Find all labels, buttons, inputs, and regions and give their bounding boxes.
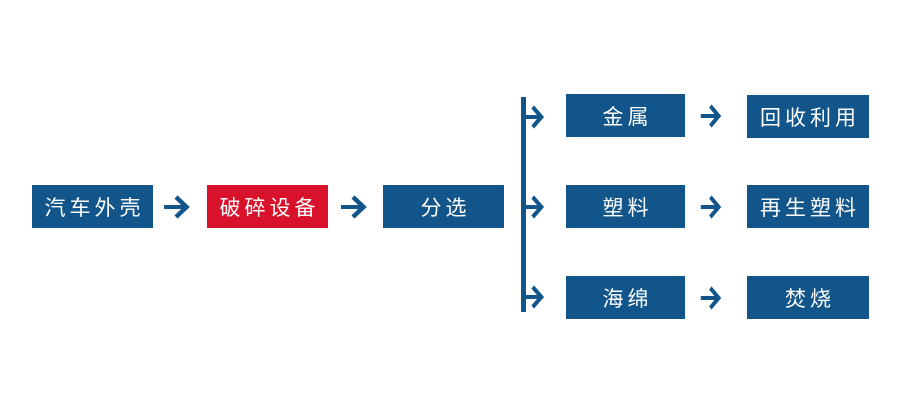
arrow-right-icon: [700, 195, 722, 219]
node-recycled-plastic-label: 再生塑料: [760, 196, 860, 220]
node-sorting: 分选: [383, 185, 504, 228]
node-recycling: 回收利用: [747, 95, 869, 138]
node-recycled-plastic: 再生塑料: [747, 185, 869, 228]
node-car-shell-label: 汽车外壳: [44, 196, 145, 220]
node-plastic: 塑料: [566, 185, 685, 228]
node-crushing-equipment: 破碎设备: [207, 185, 328, 228]
node-incineration-label: 焚烧: [785, 287, 835, 311]
arrow-right-icon: [164, 195, 190, 219]
arrow-right-icon: [341, 195, 367, 219]
node-sponge-label: 海绵: [602, 287, 653, 311]
arrow-right-icon: [700, 286, 722, 310]
arrow-right-icon: [522, 195, 545, 219]
node-car-shell: 汽车外壳: [32, 185, 153, 228]
branch-connector-line: [521, 97, 526, 312]
node-incineration: 焚烧: [747, 276, 869, 319]
arrow-right-icon: [522, 105, 545, 129]
node-plastic-label: 塑料: [602, 196, 653, 220]
node-sorting-label: 分选: [420, 196, 471, 220]
node-crushing-equipment-label: 破碎设备: [219, 196, 320, 220]
node-sponge: 海绵: [566, 276, 685, 319]
node-metal-label: 金属: [602, 105, 653, 129]
node-recycling-label: 回收利用: [760, 106, 860, 130]
node-metal: 金属: [566, 94, 685, 137]
arrow-right-icon: [700, 104, 722, 128]
arrow-right-icon: [522, 285, 545, 309]
